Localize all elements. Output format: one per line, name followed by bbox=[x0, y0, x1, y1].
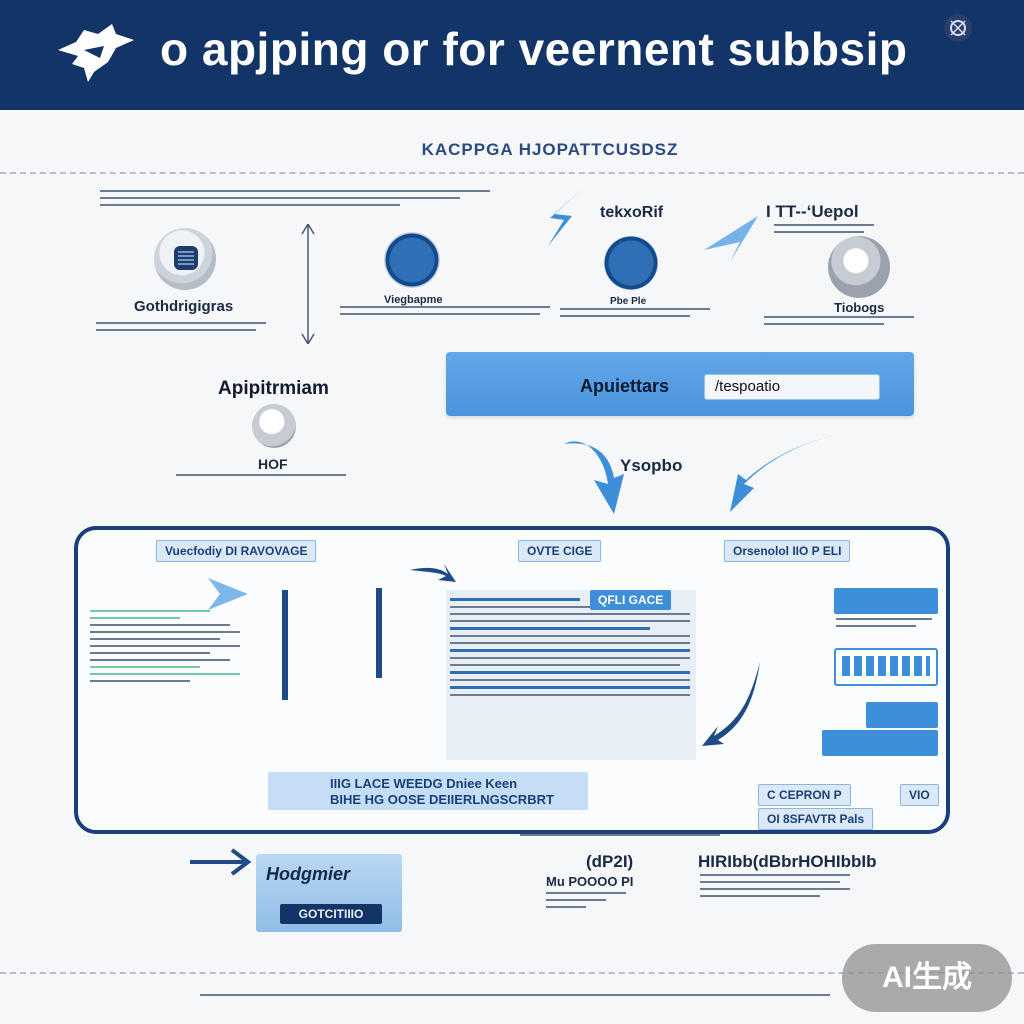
bottom-label-left: (dP2I) bbox=[586, 852, 634, 871]
section-heading: KACPPGA HJOPATTCUSDSZ bbox=[421, 140, 679, 159]
lower-tag-3[interactable]: OI 8SFAVTR Pals bbox=[758, 808, 874, 830]
node-sublabel-3: Pbe Ple bbox=[610, 296, 647, 307]
node-label-4: I TT--‘Uepol bbox=[766, 202, 859, 221]
top-divider bbox=[0, 172, 1024, 174]
node-desc-4b bbox=[764, 316, 924, 336]
output-box-title: Hodgmier bbox=[266, 864, 351, 884]
loop-arrows-icon bbox=[564, 434, 844, 514]
arrow-icon bbox=[704, 216, 758, 262]
panel-tag[interactable]: QFLI GACE bbox=[590, 590, 672, 610]
frame-tag-center[interactable]: OVTE CIGE bbox=[518, 540, 602, 562]
connector-line-icon bbox=[301, 224, 315, 344]
frame-left-text bbox=[90, 610, 240, 760]
application-sublabel: HOF bbox=[258, 456, 288, 472]
node-desc-3 bbox=[560, 308, 720, 332]
progress-segments bbox=[842, 656, 930, 676]
side-card-4[interactable] bbox=[822, 730, 938, 756]
frame-tag-left[interactable]: Vuecfodiy DI RAVOVAGE bbox=[156, 540, 317, 562]
settings-badge-icon[interactable] bbox=[942, 12, 974, 44]
caption-line-1: IIIG LACE WEEDG Dniee Keen bbox=[330, 776, 518, 791]
bottom-left-desc bbox=[546, 892, 636, 922]
document-lines bbox=[450, 598, 690, 748]
side-card-1[interactable] bbox=[834, 588, 938, 614]
node-label-1: Gothdrigigras bbox=[134, 298, 234, 315]
bottom-right-desc bbox=[700, 874, 860, 914]
footer-text bbox=[200, 990, 840, 1001]
frame-tag-right[interactable]: Orsenolol IIO P ELI bbox=[724, 540, 851, 562]
ai-generated-badge: AI生成 bbox=[842, 944, 1012, 1012]
globe-icon[interactable] bbox=[604, 236, 658, 290]
bottom-rule bbox=[520, 834, 720, 836]
lower-tag-2[interactable]: VIO bbox=[900, 784, 939, 806]
arrow-icon bbox=[208, 578, 248, 610]
node-desc-2 bbox=[340, 306, 560, 330]
side-card-1-text bbox=[836, 618, 936, 638]
arrow-icon bbox=[190, 848, 252, 876]
caption-box bbox=[268, 772, 588, 810]
page-title: o apjping or for veernent subbsip bbox=[160, 23, 908, 75]
disc-icon[interactable] bbox=[828, 236, 890, 298]
node-label-3: tekxoRif bbox=[600, 204, 664, 221]
vertical-bar bbox=[376, 588, 382, 678]
application-input[interactable]: /tespoatio bbox=[704, 374, 880, 400]
bottom-divider bbox=[0, 972, 1024, 974]
node-desc-1 bbox=[96, 322, 276, 342]
node-label-2: Viegbapme bbox=[384, 294, 443, 306]
document-panel bbox=[446, 590, 696, 760]
speaker-grid-icon bbox=[174, 246, 198, 270]
loop-label: Ysopbo bbox=[620, 456, 683, 475]
output-box-subtitle: GOTCITIIIO bbox=[280, 904, 382, 924]
caption-line-2: BIHE HG OOSE DEIIERLNGSCRBRT bbox=[330, 792, 554, 807]
side-card-3[interactable] bbox=[866, 702, 938, 728]
lower-tag-1[interactable]: C CEPRON P bbox=[758, 784, 851, 806]
globe-icon[interactable] bbox=[384, 232, 440, 288]
header-bar bbox=[0, 0, 1024, 110]
application-desc bbox=[176, 474, 356, 486]
eagle-logo-icon bbox=[58, 24, 134, 82]
bottom-label-right: HIRIbb(dBbrHOHIbbIb bbox=[698, 852, 877, 871]
intro-text bbox=[100, 190, 500, 220]
arrow-icon bbox=[410, 564, 456, 582]
vertical-bar bbox=[282, 590, 288, 700]
arrow-icon bbox=[548, 188, 584, 246]
node-sublabel-4: Tiobogs bbox=[834, 300, 885, 315]
process-frame bbox=[74, 526, 950, 834]
bottom-sublabel-left: Mu POOOO PI bbox=[546, 874, 634, 889]
clock-icon[interactable] bbox=[252, 404, 296, 448]
node-desc-4a bbox=[774, 224, 884, 248]
application-label: Apipitrmiam bbox=[218, 378, 329, 399]
arrow-icon bbox=[702, 662, 760, 746]
banner-label: Apuiettars bbox=[580, 376, 670, 396]
